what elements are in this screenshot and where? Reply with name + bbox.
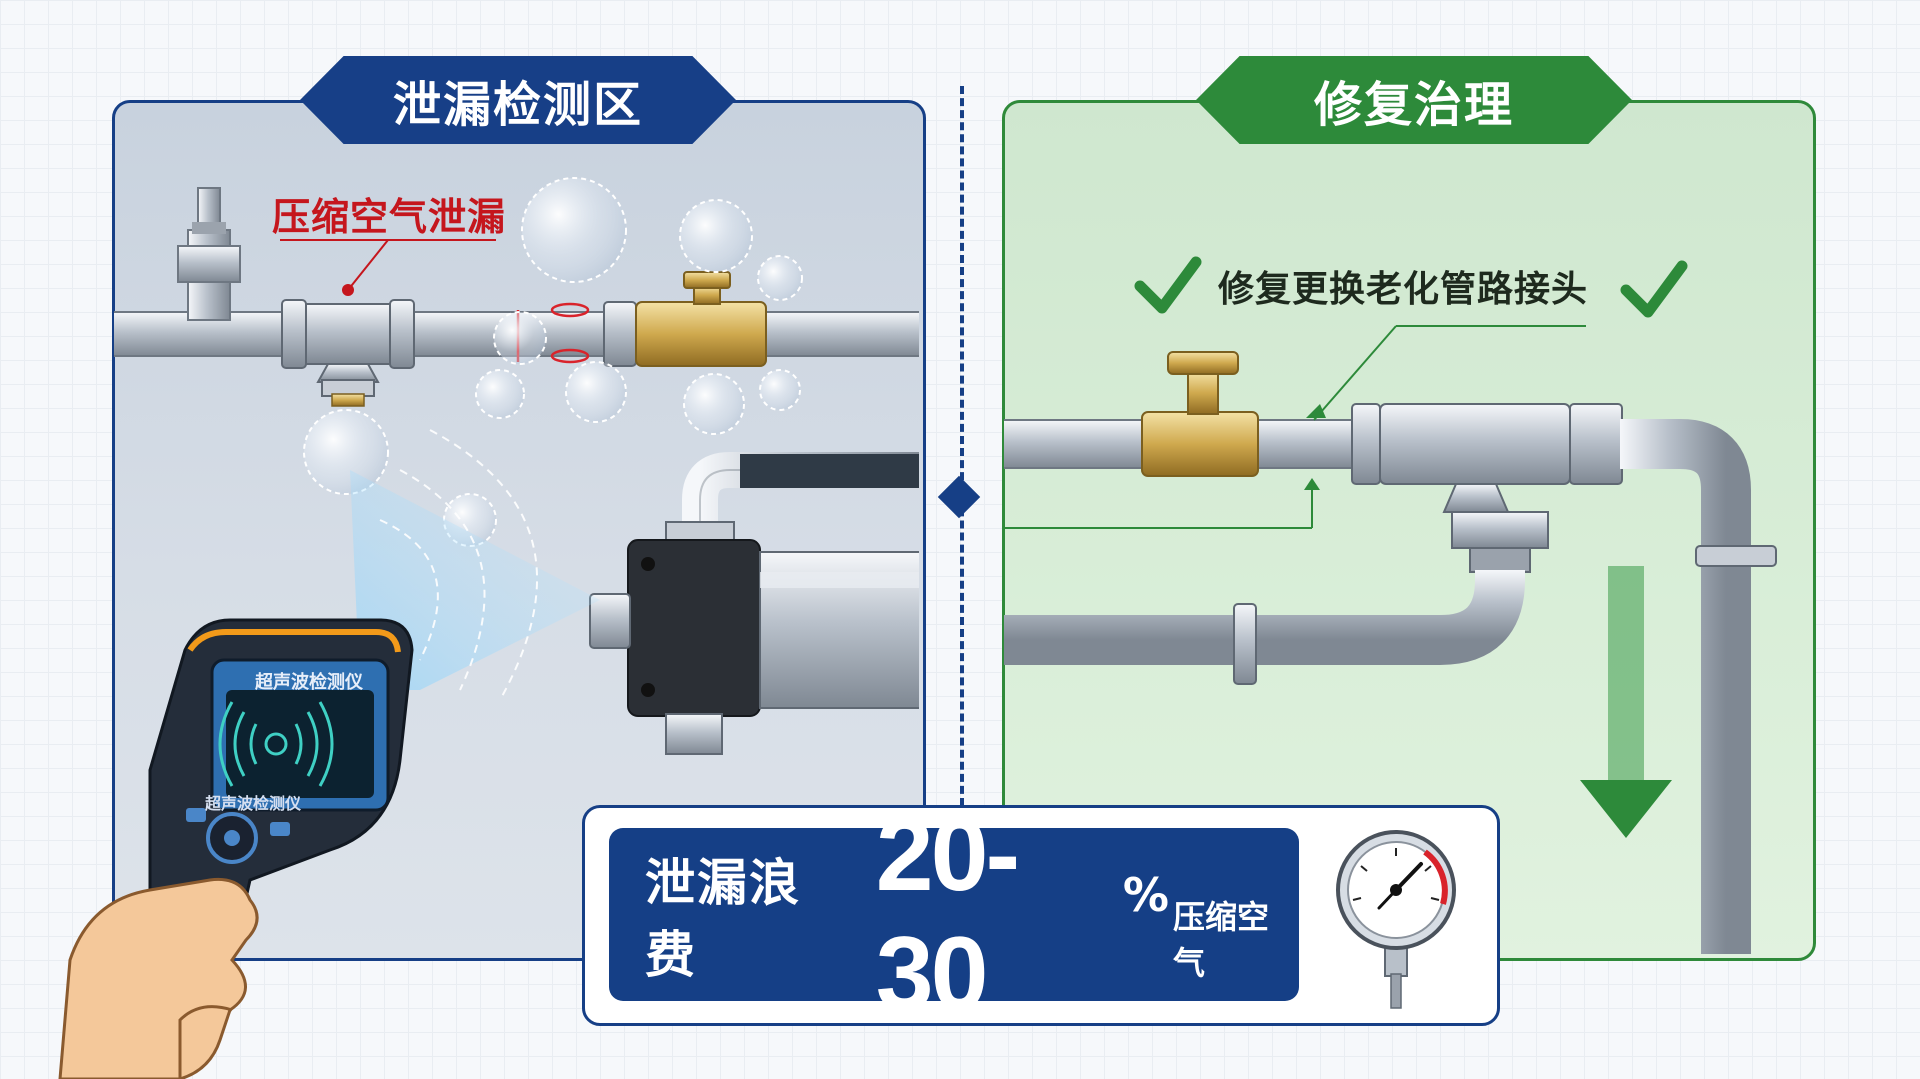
brass-valve (635, 301, 767, 367)
ultrasonic-detector-icon (148, 618, 414, 962)
check-icon (1134, 256, 1688, 318)
repair-title: 修复治理 (1196, 56, 1632, 144)
stat-box: 泄漏浪费 20-30 % 压缩空气 (582, 797, 1500, 1032)
pressure-gauge-icon (1336, 830, 1456, 1009)
leak-label: 压缩空气泄漏 (272, 195, 507, 239)
stat-value: 20-30 (875, 796, 1020, 1032)
hand (58, 877, 259, 1079)
repair-brass-valve (1141, 411, 1259, 477)
stat-banner: 泄漏浪费 20-30 % 压缩空气 (609, 797, 1299, 1032)
stat-percent: % (1122, 868, 1169, 922)
section-divider (960, 86, 964, 806)
device-footer-label: 超声波检测仪 (205, 794, 302, 813)
bubble-icon (303, 177, 803, 547)
device-screen-title: 超声波检测仪 (255, 672, 363, 693)
leak-detection-title: 泄漏检测区 (300, 56, 736, 144)
stat-prefix: 泄漏浪费 (645, 853, 801, 984)
down-arrow-icon (1580, 566, 1672, 838)
stat-suffix: 压缩空气 (1172, 897, 1269, 982)
repair-label: 修复更换老化管路接头 (1218, 269, 1589, 310)
new-tee-fitting (1379, 403, 1571, 485)
